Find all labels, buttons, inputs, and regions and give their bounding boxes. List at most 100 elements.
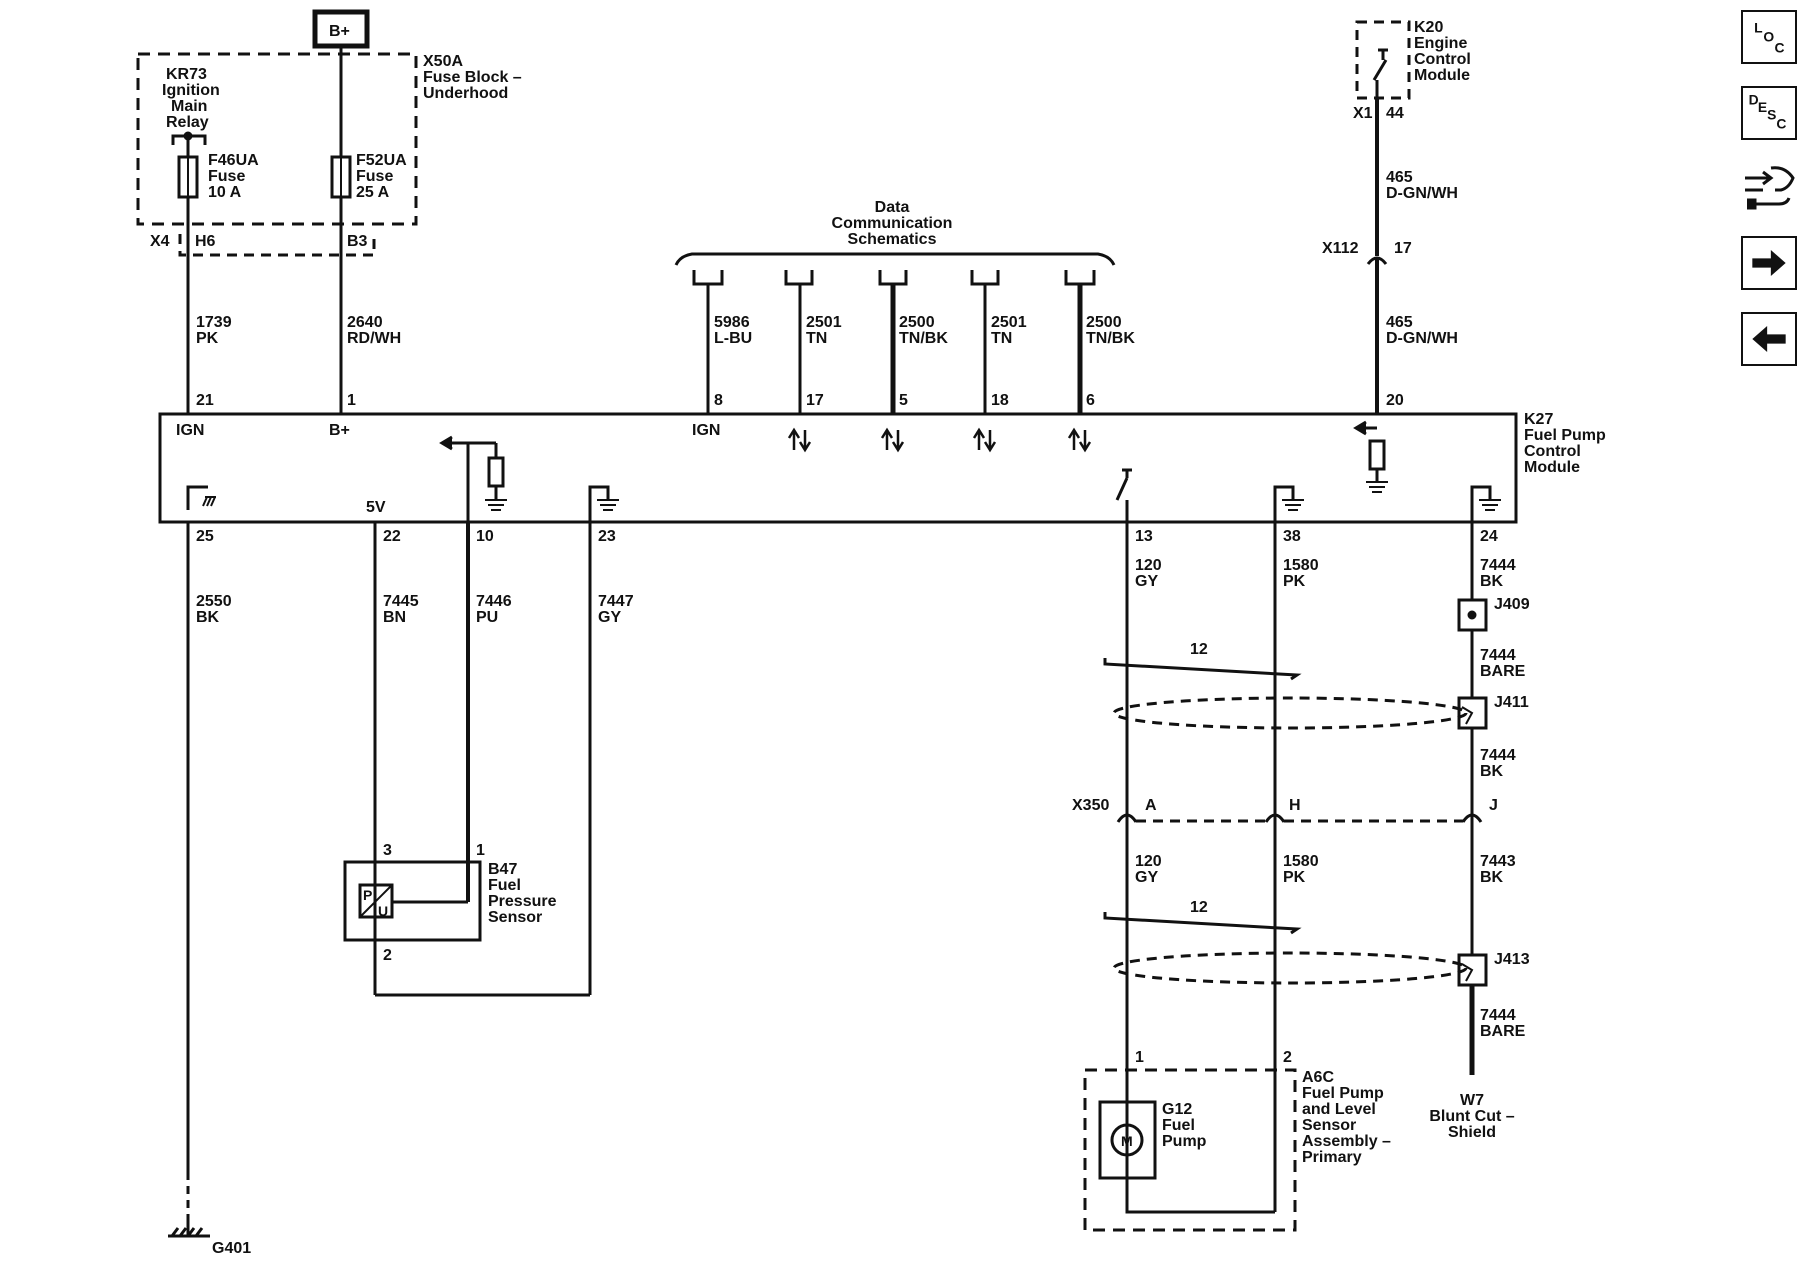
wire-7443: 7443 <box>1480 853 1516 870</box>
x112-label: X112 <box>1322 240 1359 257</box>
pump-id: G12 <box>1162 1101 1192 1118</box>
twist-count-2: 12 <box>1190 899 1208 916</box>
svg-text:5: 5 <box>899 392 908 409</box>
svg-text:20: 20 <box>1386 392 1404 409</box>
svg-text:1: 1 <box>476 842 485 859</box>
svg-text:Control: Control <box>1414 51 1471 68</box>
connector-wrench-icon <box>1745 166 1795 210</box>
svg-text:C: C <box>1776 116 1786 132</box>
wire-7445: 7445 <box>383 593 419 610</box>
svg-text:10: 10 <box>476 528 494 545</box>
svg-text:H: H <box>1289 797 1301 814</box>
pump-assembly-id: A6C <box>1302 1069 1334 1086</box>
data-wire-5: 2500 <box>1086 314 1122 331</box>
svg-text:Engine: Engine <box>1414 35 1467 52</box>
wire-7444-bk-1: 7444 <box>1480 557 1516 574</box>
svg-text:Fuel: Fuel <box>1162 1117 1195 1134</box>
data-wire-4: 2501 <box>991 314 1027 331</box>
svg-text:A: A <box>1145 797 1157 814</box>
svg-text:PU: PU <box>476 609 498 626</box>
svg-text:Pump: Pump <box>1162 1133 1207 1150</box>
svg-text:C: C <box>1775 40 1785 56</box>
svg-text:BK: BK <box>1480 869 1504 886</box>
svg-text:Pressure: Pressure <box>488 893 557 910</box>
svg-text:1: 1 <box>1135 1049 1144 1066</box>
data-connectors <box>692 270 1096 286</box>
svg-text:Ignition: Ignition <box>162 82 220 99</box>
wire-7444-bare-1: 7444 <box>1480 647 1516 664</box>
fuse-block-id: X50A <box>423 53 463 70</box>
module-5v: 5V <box>366 499 386 516</box>
svg-text:Primary: Primary <box>1302 1149 1362 1166</box>
svg-text:Blunt Cut –: Blunt Cut – <box>1429 1108 1514 1125</box>
svg-text:Fuel Pump: Fuel Pump <box>1524 427 1606 444</box>
svg-text:Fuse: Fuse <box>356 168 393 185</box>
svg-text:U: U <box>378 903 388 919</box>
svg-text:Sensor: Sensor <box>1302 1117 1356 1134</box>
connector-tool-button[interactable] <box>1741 160 1797 214</box>
fuse-f52ua-id: F52UA <box>356 152 407 169</box>
x350-label: X350 <box>1072 797 1109 814</box>
svg-text:44: 44 <box>1386 105 1404 122</box>
wire-465-top: 465 <box>1386 169 1413 186</box>
svg-text:38: 38 <box>1283 528 1301 545</box>
svg-text:P: P <box>363 887 372 903</box>
pump-motor-symbol: M <box>1121 1133 1133 1149</box>
svg-text:BK: BK <box>1480 763 1504 780</box>
svg-text:Shield: Shield <box>1448 1124 1496 1141</box>
svg-text:24: 24 <box>1480 528 1498 545</box>
svg-text:Fuel: Fuel <box>488 877 521 894</box>
svg-text:2: 2 <box>1283 1049 1292 1066</box>
svg-text:18: 18 <box>991 392 1009 409</box>
svg-text:17: 17 <box>1394 240 1412 257</box>
svg-text:J: J <box>1489 797 1498 814</box>
j409-label: J409 <box>1494 596 1530 613</box>
svg-text:6: 6 <box>1086 392 1095 409</box>
svg-text:10 A: 10 A <box>208 184 242 201</box>
svg-text:Main: Main <box>171 98 207 115</box>
wiring-diagram: B+ X50A Fuse Block – Underhood KR73 Igni… <box>136 9 1606 1257</box>
svg-text:2: 2 <box>383 947 392 964</box>
module-ign-2: IGN <box>692 422 720 439</box>
svg-text:TN: TN <box>806 330 827 347</box>
svg-text:L-BU: L-BU <box>714 330 752 347</box>
module-bplus: B+ <box>329 422 350 439</box>
data-wire-3: 2500 <box>899 314 935 331</box>
module-id: K27 <box>1524 411 1553 428</box>
svg-text:8: 8 <box>714 392 723 409</box>
power-label: B+ <box>329 23 350 40</box>
svg-text:Schematics: Schematics <box>848 231 937 248</box>
shield-id: W7 <box>1460 1092 1484 1109</box>
svg-text:Communication: Communication <box>832 215 953 232</box>
svg-text:Module: Module <box>1414 67 1470 84</box>
fuel-pump-control-module <box>158 412 1518 524</box>
svg-text:L: L <box>1754 19 1763 35</box>
loc-button[interactable]: L O C <box>1741 10 1797 64</box>
svg-text:TN: TN <box>991 330 1012 347</box>
svg-text:23: 23 <box>598 528 616 545</box>
svg-text:GY: GY <box>598 609 621 626</box>
svg-text:BK: BK <box>196 609 220 626</box>
ecm-k20 <box>1355 20 1411 100</box>
svg-text:TN/BK: TN/BK <box>899 330 948 347</box>
svg-text:O: O <box>1763 29 1774 45</box>
svg-text:BN: BN <box>383 609 406 626</box>
data-comm-title: Data <box>875 199 910 216</box>
svg-text:Assembly –: Assembly – <box>1302 1133 1391 1150</box>
relay-id: KR73 <box>166 66 207 83</box>
svg-text:E: E <box>1758 99 1767 115</box>
desc-button[interactable]: D E S C <box>1741 86 1797 140</box>
ecm-id: K20 <box>1414 19 1443 36</box>
wire-120-upper: 120 <box>1135 557 1162 574</box>
j411-label: J411 <box>1494 694 1529 711</box>
svg-text:21: 21 <box>196 392 214 409</box>
svg-text:H6: H6 <box>195 233 216 250</box>
svg-text:3: 3 <box>383 842 392 859</box>
svg-text:BARE: BARE <box>1480 663 1526 680</box>
wire-7447: 7447 <box>598 593 634 610</box>
back-button[interactable] <box>1741 312 1797 366</box>
next-button[interactable] <box>1741 236 1797 290</box>
svg-text:Sensor: Sensor <box>488 909 542 926</box>
x4-label: X4 <box>150 233 170 250</box>
sensor-id: B47 <box>488 861 517 878</box>
